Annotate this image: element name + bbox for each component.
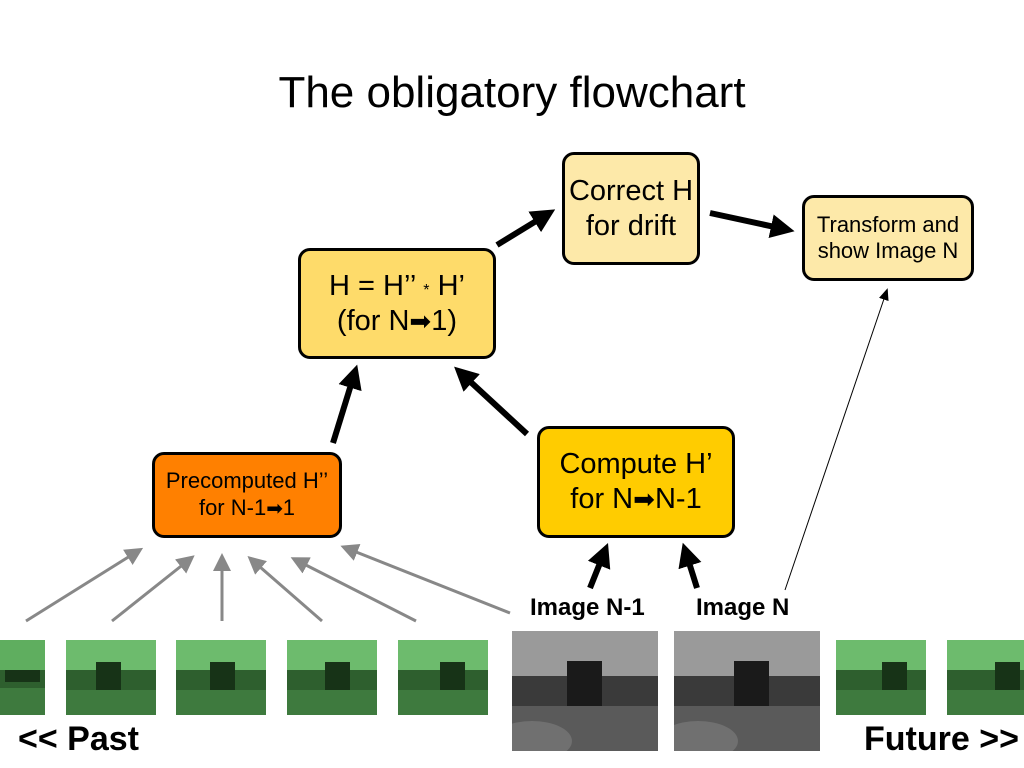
past-frame-thumbnail	[0, 640, 45, 715]
past-frame-thumbnail	[398, 640, 488, 715]
correct-h-line1: Correct H	[568, 174, 694, 207]
compute-line2: for N➡N-1	[570, 482, 701, 517]
h-equals-for-text: (for N	[336, 304, 410, 337]
arrow-past2	[111, 555, 195, 623]
past-label: << Past	[18, 720, 139, 758]
precomputed-range-end: 1	[282, 494, 296, 520]
future-frame-thumbnail	[836, 640, 926, 715]
compute-for-text: for N	[570, 483, 634, 515]
multiply-star: *	[423, 281, 430, 299]
arrow-right-icon: ➡	[409, 305, 432, 336]
h-equals-line1: H = H’’ * H’	[329, 269, 465, 304]
precomputed-line1: Precomputed H’’	[165, 468, 329, 494]
compute-line1: Compute H’	[559, 448, 713, 481]
image-n-minus-1-thumbnail	[512, 631, 658, 751]
arrow-right-icon: ➡	[266, 497, 283, 520]
arrow-image-n-to-transform	[784, 288, 889, 591]
arrow-past4	[247, 556, 323, 623]
image-n-thumbnail	[674, 631, 820, 751]
transform-line1: Transform and	[816, 211, 960, 237]
arrow-image-n1-to-compute	[587, 542, 611, 590]
correct-h-line2: for drift	[585, 209, 677, 242]
precomputed-line2: for N-1➡1	[199, 495, 295, 522]
arrow-past1	[25, 547, 144, 623]
h-equals-line2: (for N➡1)	[337, 304, 457, 339]
transform-box: Transform and show Image N	[802, 195, 974, 281]
h-equals-text-a: H = H’’	[329, 269, 424, 302]
compute-box: Compute H’ for N➡N-1	[537, 426, 735, 538]
arrow-h-to-correct	[495, 209, 556, 248]
past-frame-thumbnail	[287, 640, 377, 715]
arrow-image-n-to-compute	[678, 542, 702, 589]
h-equals-text-b: H’	[429, 269, 465, 302]
past-frame-thumbnail	[176, 640, 266, 715]
correct-h-box: Correct H for drift	[562, 152, 700, 265]
transform-line2: show Image N	[817, 238, 959, 263]
image-n-label: Image N	[696, 594, 790, 621]
past-frame-thumbnail	[66, 640, 156, 715]
arrow-past5	[290, 557, 417, 623]
slide-title: The obligatory flowchart	[278, 68, 746, 117]
image-n-minus-1-label: Image N-1	[530, 594, 645, 621]
arrow-past6	[340, 544, 511, 615]
precomputed-box: Precomputed H’’ for N-1➡1	[152, 452, 342, 538]
arrow-correct-to-transform	[709, 210, 795, 238]
future-label: Future >>	[864, 720, 1019, 758]
h-equals-range-end: 1)	[431, 304, 458, 337]
arrow-right-icon: ➡	[633, 484, 655, 514]
arrow-compute-to-h	[454, 366, 530, 437]
precomputed-for-text: for N-1	[198, 494, 267, 520]
h-equals-box: H = H’’ * H’ (for N➡1)	[298, 248, 496, 359]
compute-range-end: N-1	[654, 483, 702, 515]
arrow-precomputed-to-h	[330, 364, 362, 444]
future-frame-thumbnail	[947, 640, 1024, 715]
